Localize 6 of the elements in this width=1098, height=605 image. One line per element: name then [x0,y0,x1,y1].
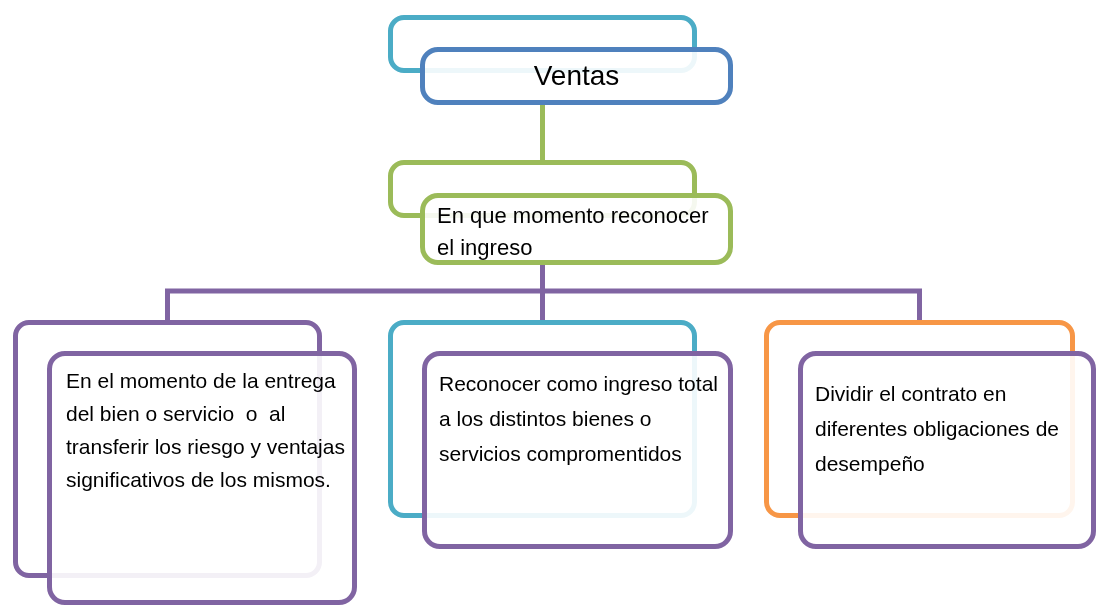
node-text: En el momento de la entrega del bien o servicio o al transferir los riesgo y ventajas significativos de los mismos. [66,368,346,493]
node-text: En que momento reconocer el ingreso [437,202,710,262]
connector-line [540,105,545,160]
node-text: Dividir el contrato en diferentes obligaciones de desempeño [815,381,1060,477]
node-text: Reconocer como ingreso total a los distintos bienes o servicios compromentidos [439,371,719,467]
node-text: Ventas [533,59,620,93]
